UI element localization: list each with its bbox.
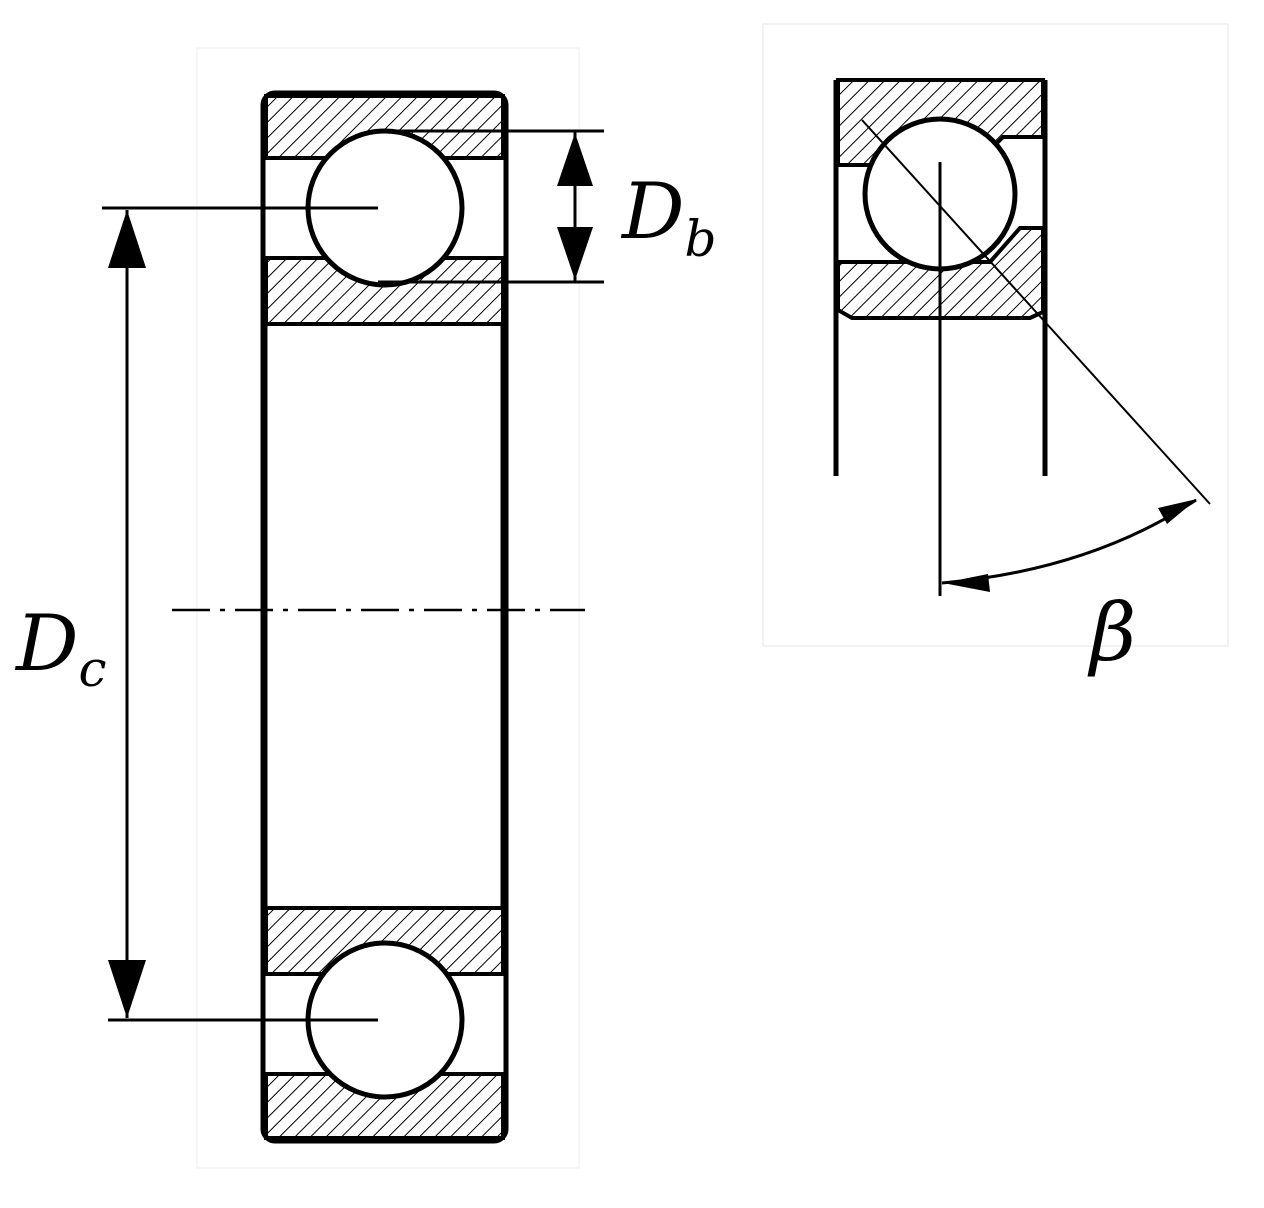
contact-line bbox=[861, 119, 1211, 505]
pitch-diameter-label: Dc bbox=[14, 599, 107, 698]
dc-label-main: D bbox=[14, 599, 79, 689]
db-label-sub: b bbox=[685, 210, 717, 268]
dc-arrow-down bbox=[108, 960, 146, 1018]
right-panel-frame bbox=[762, 23, 1229, 647]
angle-arc bbox=[941, 498, 1197, 585]
left-panel-frame bbox=[196, 47, 580, 1169]
contact-angle-construction bbox=[861, 119, 1211, 596]
ball-diameter-label: Db bbox=[620, 167, 717, 268]
db-arrow-up bbox=[557, 133, 593, 186]
dc-arrow-up bbox=[108, 210, 146, 268]
pitch-diameter-dimension bbox=[102, 206, 378, 1022]
angle-arrow-right bbox=[1158, 499, 1197, 524]
contact-angle-label: β bbox=[1087, 586, 1136, 679]
db-arrow-down bbox=[557, 227, 593, 280]
db-label-main: D bbox=[620, 167, 685, 257]
left-bearing-section bbox=[260, 90, 509, 1144]
angle-arrow-left bbox=[943, 574, 990, 592]
ball-diameter-dimension bbox=[378, 129, 604, 284]
dc-label-sub: c bbox=[79, 640, 107, 698]
